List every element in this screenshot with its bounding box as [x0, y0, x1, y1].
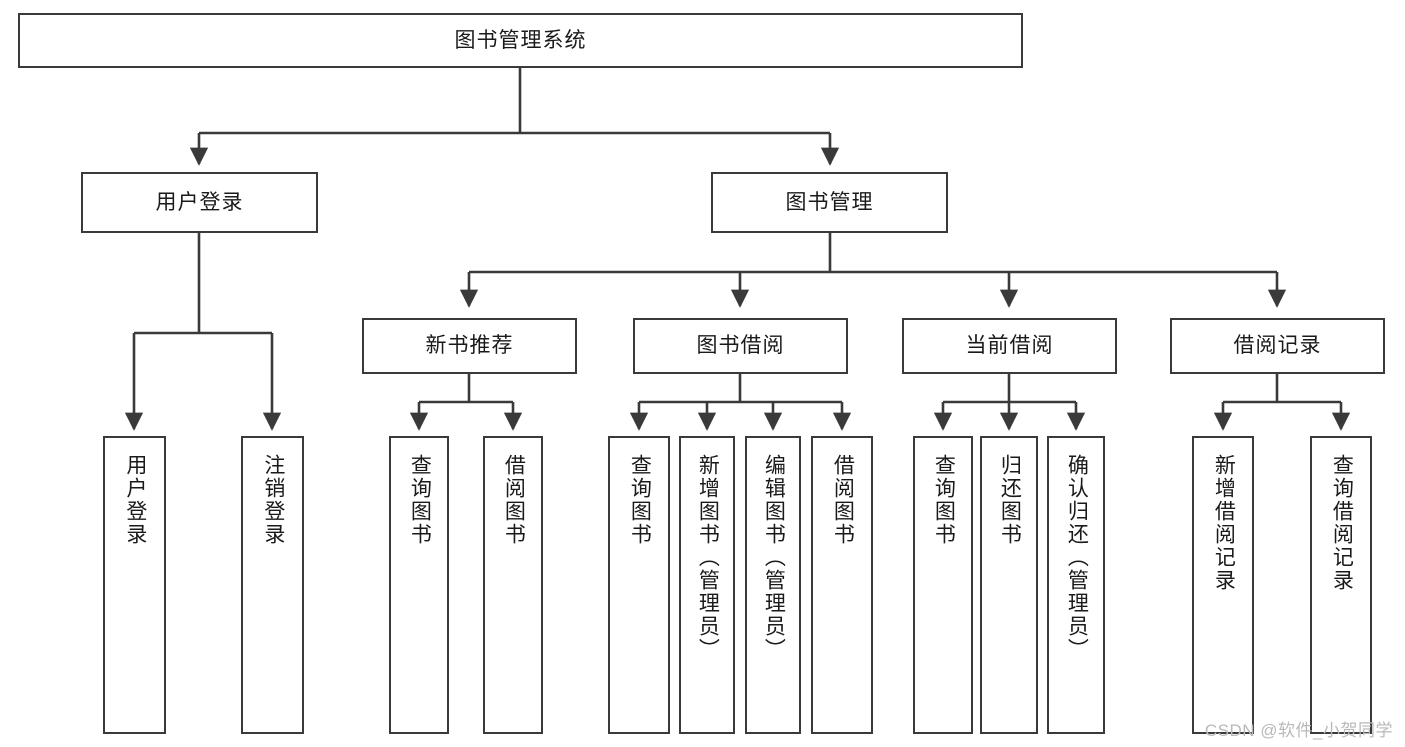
node-label: 图书借阅	[696, 334, 785, 358]
node-label: 新增借阅记录	[1212, 454, 1236, 592]
node-label: 图书管理	[785, 190, 874, 214]
leaf-add-book[interactable]: 新增图书（管理员）	[679, 436, 735, 734]
node-label: 新增图书（管理员）	[696, 454, 720, 661]
node-user-login[interactable]: 用户登录	[81, 172, 318, 233]
node-label: 借阅图书	[831, 454, 855, 546]
leaf-confirm-return[interactable]: 确认归还（管理员）	[1047, 436, 1105, 734]
leaf-borrow-book-recommend[interactable]: 借阅图书	[483, 436, 543, 734]
csdn-watermark: CSDN @软件_小贺同学	[1204, 721, 1393, 740]
node-label: 图书管理系统	[454, 28, 587, 52]
leaf-edit-book[interactable]: 编辑图书（管理员）	[745, 436, 801, 734]
leaf-add-borrow-record[interactable]: 新增借阅记录	[1192, 436, 1254, 734]
node-label: 查询借阅记录	[1330, 454, 1354, 592]
node-borrow-record[interactable]: 借阅记录	[1170, 318, 1385, 374]
node-label: 新书推荐	[425, 334, 514, 358]
node-root-system[interactable]: 图书管理系统	[18, 13, 1023, 68]
leaf-user-login[interactable]: 用户登录	[103, 436, 166, 734]
node-label: 用户登录	[155, 190, 244, 214]
leaf-query-book-current[interactable]: 查询图书	[913, 436, 973, 734]
leaf-borrow-book[interactable]: 借阅图书	[811, 436, 873, 734]
node-label: 查询图书	[628, 454, 652, 546]
node-label: 归还图书	[998, 454, 1022, 546]
node-new-book-recommend[interactable]: 新书推荐	[362, 318, 577, 374]
node-current-borrow[interactable]: 当前借阅	[902, 318, 1117, 374]
node-book-management[interactable]: 图书管理	[711, 172, 948, 233]
node-label: 查询图书	[408, 454, 432, 546]
leaf-query-book-recommend[interactable]: 查询图书	[389, 436, 449, 734]
node-label: 当前借阅	[965, 334, 1054, 358]
node-label: 注销登录	[261, 454, 285, 546]
node-label: 查询图书	[932, 454, 956, 546]
node-label: 编辑图书（管理员）	[762, 454, 786, 661]
node-label: 用户登录	[123, 454, 147, 546]
leaf-query-borrow-record[interactable]: 查询借阅记录	[1310, 436, 1372, 734]
leaf-query-book-borrow[interactable]: 查询图书	[608, 436, 670, 734]
node-book-borrow[interactable]: 图书借阅	[633, 318, 848, 374]
leaf-logout[interactable]: 注销登录	[241, 436, 304, 734]
leaf-return-book[interactable]: 归还图书	[980, 436, 1038, 734]
node-label: 借阅图书	[502, 454, 526, 546]
node-label: 确认归还（管理员）	[1065, 454, 1089, 661]
node-label: 借阅记录	[1233, 334, 1322, 358]
